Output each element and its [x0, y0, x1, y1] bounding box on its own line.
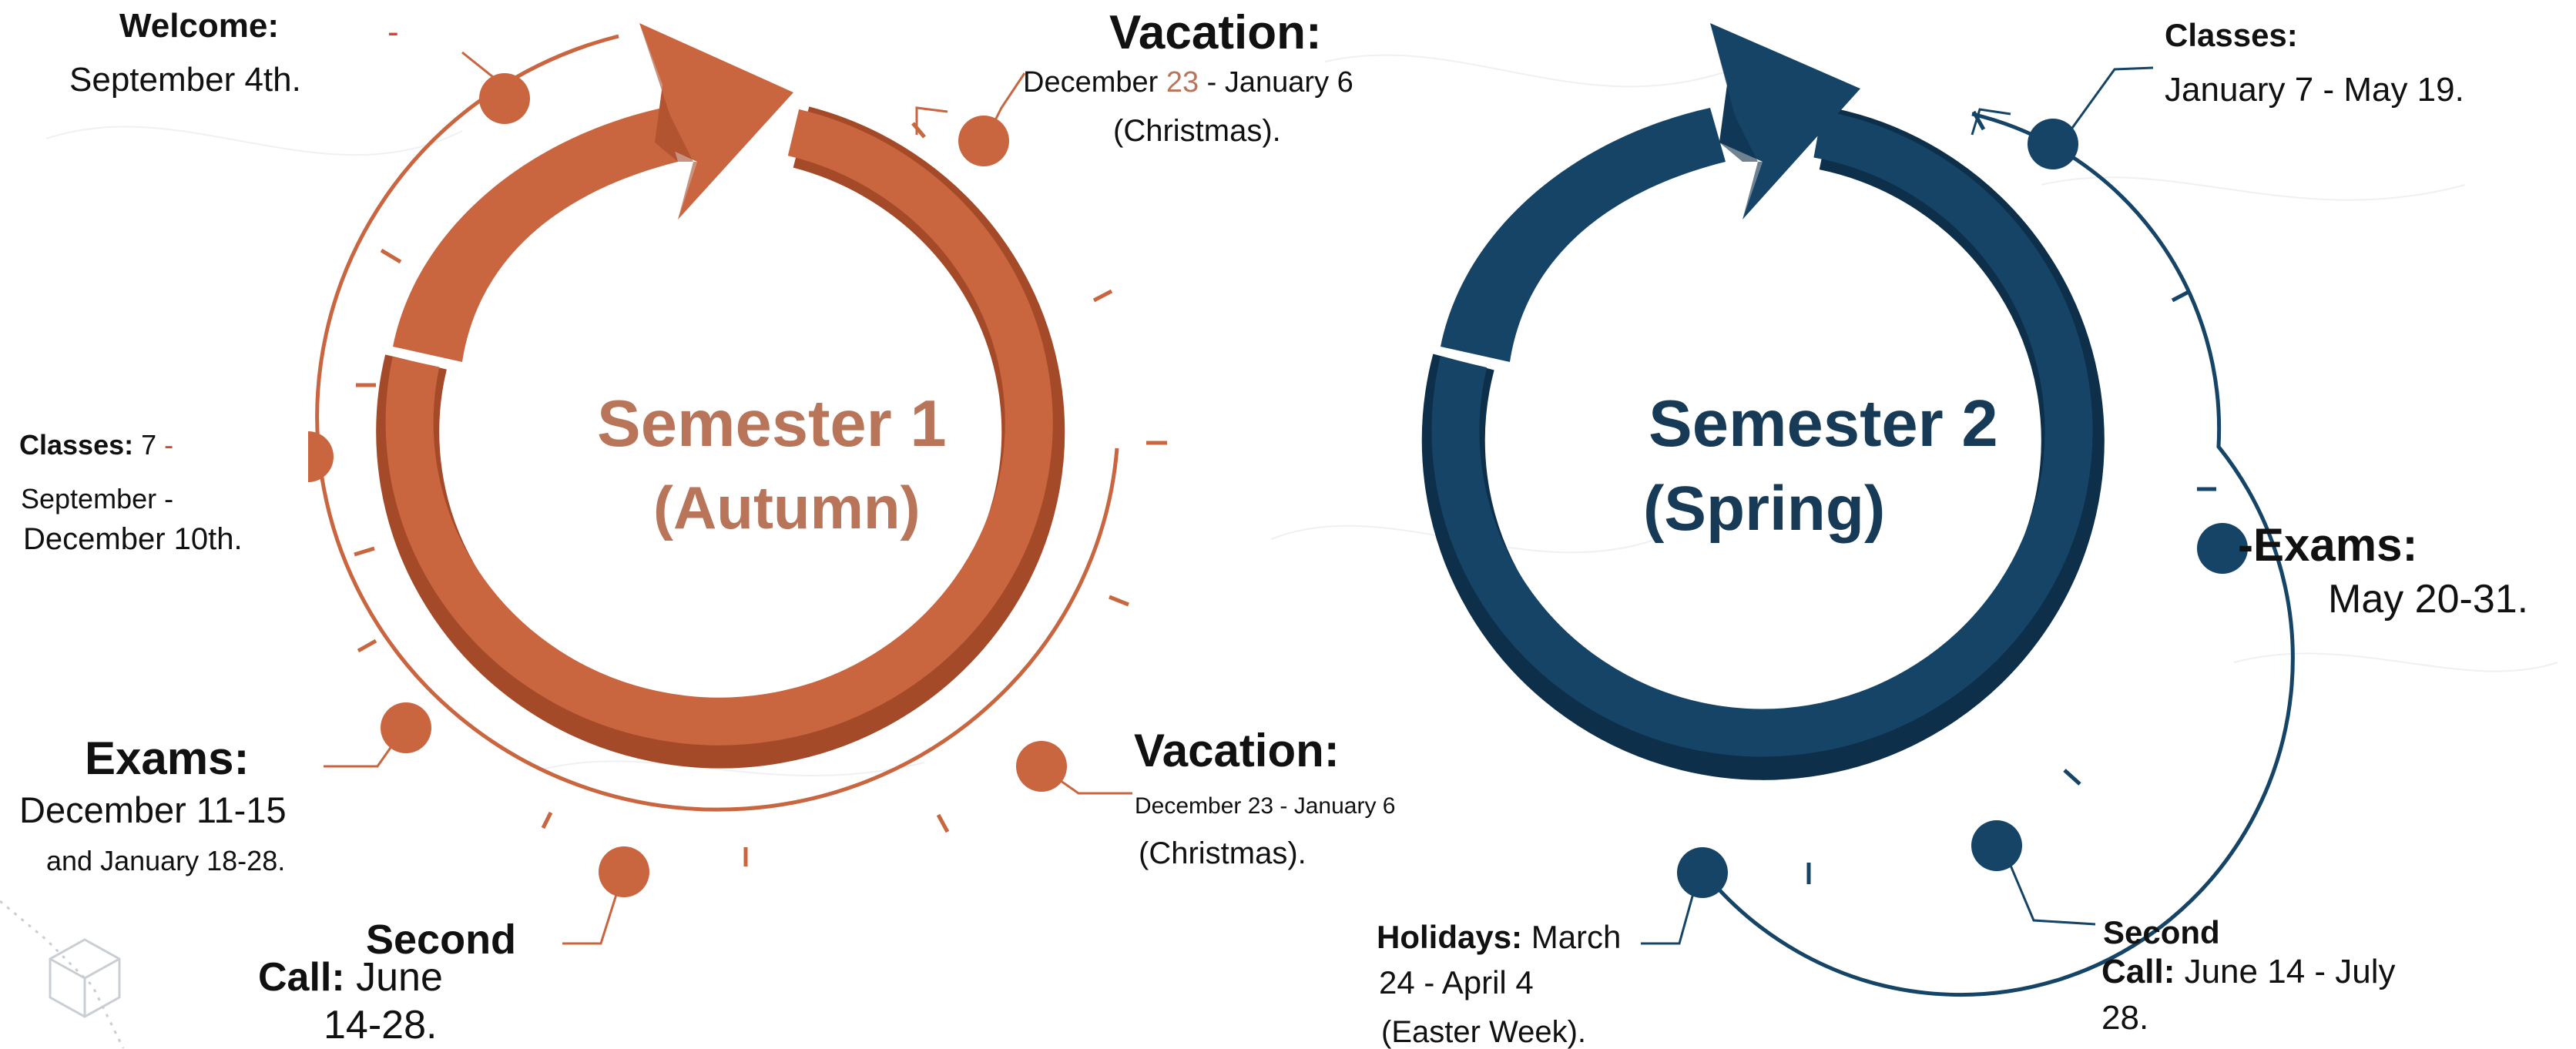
sem2-second-call-leader — [2001, 846, 2096, 926]
semester1-cycle — [315, 23, 1119, 812]
sem2-exams-dot — [2197, 523, 2248, 574]
sem1-classes-line1: Classes: 7 - — [19, 431, 173, 459]
sem1-tick — [1109, 595, 1129, 607]
semester1-arrowhead-shade — [639, 23, 697, 220]
sem1-classes-line2: September - — [21, 483, 174, 514]
sem2-exams-date: May 20-31. — [2328, 577, 2529, 622]
sem1-tick — [541, 811, 553, 829]
semester1-band — [385, 109, 1053, 746]
ring-tick-marks — [354, 110, 2216, 884]
second-call-dot — [599, 846, 649, 897]
sem2-classes-title: Classes: — [2165, 17, 2298, 53]
semester2-arrowhead — [1710, 23, 1860, 220]
exams-title: Exams: — [85, 732, 250, 784]
welcome-dash: - — [387, 13, 399, 51]
sem1-classes-start: 7 — [133, 429, 157, 461]
welcome-dot — [479, 73, 530, 124]
sem1-tick — [936, 813, 950, 833]
vacation-top-date-suffix: - January 6 — [1199, 66, 1353, 99]
classes-half-dot — [308, 431, 334, 482]
sem2-classes-leader — [2063, 66, 2154, 139]
holidays-dot — [1677, 847, 1728, 898]
sem2-classes-date: January 7 - May 19. — [2165, 71, 2464, 109]
sem2-exams-title: -Exams: — [2238, 519, 2418, 571]
vacation-bottom-title: Vacation: — [1134, 725, 1340, 776]
second-call-line: Call: June — [258, 957, 443, 997]
semester2-title: Semester 2 — [1649, 387, 1998, 461]
sem2-tick — [2171, 289, 2192, 303]
semester1-title: Semester 1 — [597, 387, 947, 461]
second-call-date: June — [344, 955, 443, 1000]
holidays-line3: (Easter Week). — [1381, 1015, 1586, 1049]
sem1-tick — [357, 638, 377, 653]
welcome-title: Welcome: — [119, 7, 280, 45]
sem1-classes-title: Classes: — [19, 429, 134, 461]
holidays-title: Holidays: — [1377, 919, 1523, 955]
semester2-band — [1431, 110, 2093, 757]
sem2-second-call-label: Call: — [2101, 953, 2175, 990]
semester1-outer-track — [315, 34, 1119, 812]
second-call-date-2: 14-28. — [324, 1003, 438, 1047]
sem2-second-call-date-2: 28. — [2101, 999, 2149, 1037]
hexagon-cube-icon — [0, 900, 125, 1048]
background-texture — [45, 54, 2558, 777]
semester1-subtitle: (Autumn) — [653, 474, 921, 541]
sem1-tick — [354, 546, 375, 557]
vacation-bottom-date: December 23 - January 6 — [1135, 793, 1396, 819]
vacation-top-date-prefix: December — [1023, 66, 1166, 99]
sem2-second-call-line: Call: June 14 - July — [2101, 955, 2396, 989]
sem1-tick — [1092, 289, 1113, 303]
sem1-tick — [911, 122, 926, 139]
semester1-arrow-body — [393, 108, 678, 362]
semester2-arrow-body — [1441, 108, 1726, 362]
sem1-tick — [380, 248, 402, 264]
sem1-bracket-top — [915, 106, 948, 135]
semester2-outer-track — [1701, 112, 2295, 997]
vacation-top-date-highlight: 23 — [1166, 66, 1199, 99]
semester2-subtitle: (Spring) — [1643, 474, 1886, 544]
sem2-second-call-title: Second — [2103, 914, 2220, 950]
holidays-leader — [1641, 873, 1700, 945]
holidays-start: March — [1522, 919, 1622, 955]
sem1-classes-dash: - — [156, 429, 174, 461]
exams-dot — [381, 702, 431, 753]
holidays-line1: Holidays: March — [1377, 921, 1621, 953]
exams-line1: December 11-15 — [19, 789, 287, 830]
sem2-tick — [2063, 769, 2081, 786]
vacation-bottom-dot — [1016, 741, 1067, 792]
vacation-top-date: December 23 - January 6 — [1023, 68, 1353, 97]
sem2-tick — [1971, 110, 1986, 131]
sem2-second-call-dot — [1971, 820, 2022, 871]
sem2-bracket-top — [1971, 108, 2011, 136]
sem2-classes-dot — [2028, 119, 2078, 169]
second-call-title: Second — [366, 917, 517, 963]
vacation-top-dot — [958, 116, 1009, 166]
sem2-second-call-date: June 14 - July — [2175, 953, 2396, 990]
second-call-label: Call: — [258, 955, 345, 1000]
vacation-top-title: Vacation: — [1109, 6, 1322, 59]
holidays-line2: 24 - April 4 — [1379, 964, 1534, 1000]
welcome-date: September 4th. — [69, 61, 301, 99]
vacation-bottom-note: (Christmas). — [1139, 836, 1306, 870]
exams-line2: and January 18-28. — [46, 845, 286, 876]
semester2-cycle — [1421, 23, 2295, 997]
semester1-arrowhead — [639, 23, 793, 220]
semester2-arrowhead-shade — [1710, 23, 1763, 220]
milestone-dots — [308, 73, 2248, 898]
sem1-classes-line3: December 10th. — [23, 522, 243, 556]
vacation-top-note: (Christmas). — [1113, 114, 1281, 148]
